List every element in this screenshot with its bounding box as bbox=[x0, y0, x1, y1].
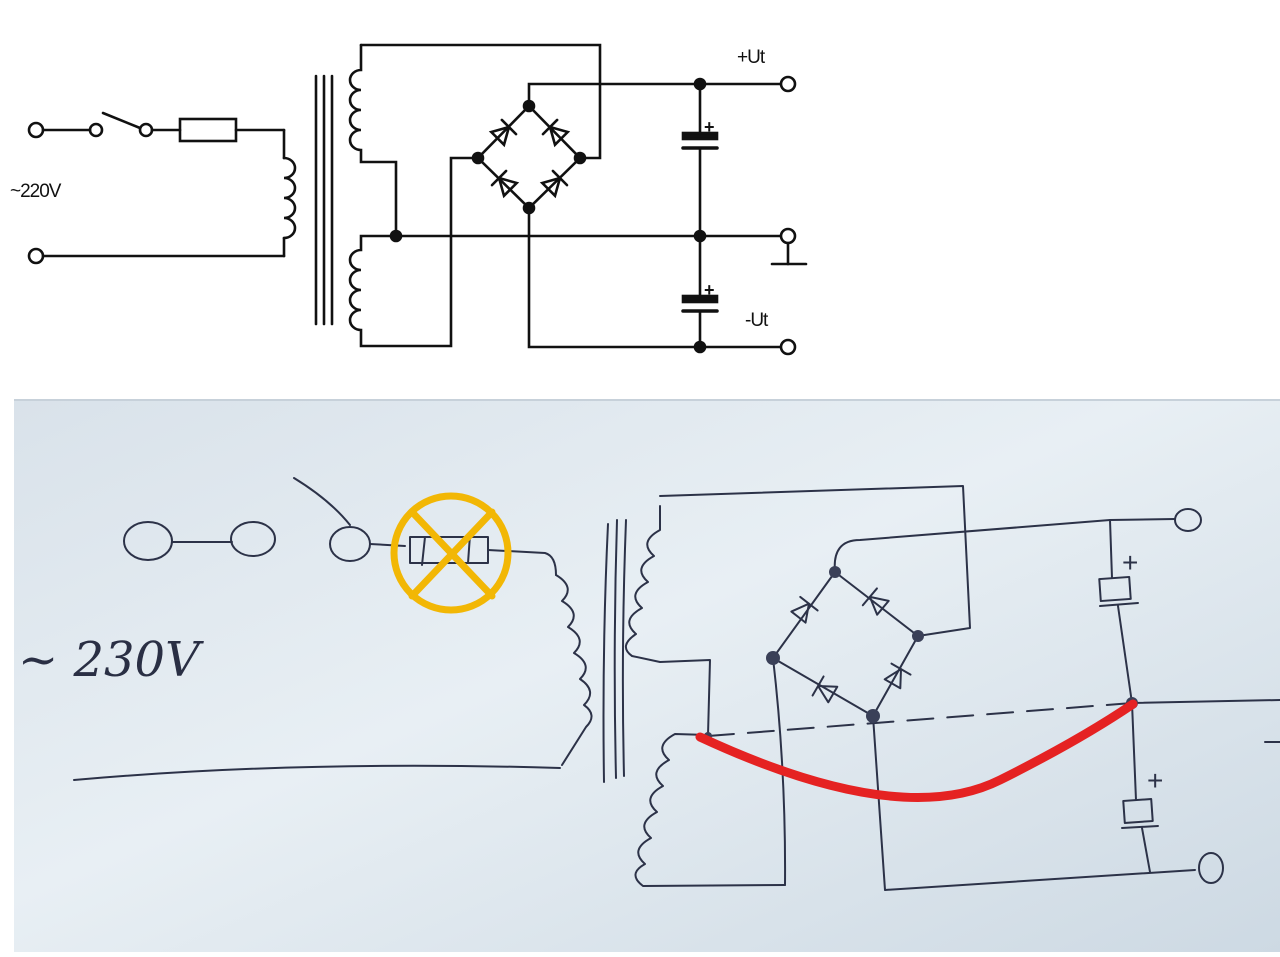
bridge-rectifier bbox=[471, 99, 587, 215]
hand-sketch bbox=[73, 477, 1280, 891]
sketch-output-positive bbox=[1174, 508, 1202, 532]
sketch-cap-upper-plus: + bbox=[1122, 547, 1138, 578]
sketch-paper bbox=[14, 400, 1280, 952]
sketch-capacitor-upper bbox=[1098, 575, 1132, 603]
secondary-windings bbox=[348, 43, 602, 348]
sketch-dashed-ground bbox=[707, 702, 1133, 737]
sketch-diode-1 bbox=[790, 595, 819, 624]
capacitor-upper bbox=[681, 82, 719, 238]
transformer-core bbox=[314, 74, 334, 326]
capacitor-lower bbox=[681, 234, 719, 349]
upper-winding-to-bridge bbox=[359, 43, 602, 160]
sketch-diode-3 bbox=[811, 675, 839, 704]
diode-2 bbox=[541, 118, 571, 148]
positive-output-label: +Ut bbox=[737, 47, 766, 68]
secondary-winding-upper bbox=[348, 43, 398, 238]
red-ground-highlight bbox=[695, 699, 1138, 802]
negative-output-label: -Ut bbox=[745, 310, 769, 331]
diode-1 bbox=[488, 118, 518, 148]
sketch-capacitor-lower bbox=[1122, 798, 1154, 824]
sketch-secondary-lower bbox=[634, 733, 786, 887]
sketch-diode-2 bbox=[861, 587, 890, 616]
sketch-diode-4 bbox=[883, 662, 912, 690]
output-terminal-negative bbox=[779, 338, 797, 356]
node-center-tap bbox=[389, 229, 403, 243]
switch-contact-right bbox=[138, 122, 154, 138]
sketch-mains-lower-wire bbox=[73, 764, 561, 781]
switch-lever bbox=[101, 111, 142, 130]
capacitor-upper-plus: + bbox=[704, 117, 715, 137]
sketch-cap-lower-plus: + bbox=[1147, 765, 1163, 796]
secondary-winding-lower bbox=[348, 156, 480, 348]
mains-voltage-label: ~220V bbox=[10, 181, 62, 202]
fuse bbox=[178, 117, 238, 143]
diode-3 bbox=[490, 169, 520, 199]
primary-winding bbox=[282, 156, 297, 240]
sketch-primary-winding bbox=[555, 574, 593, 766]
printed-schematic bbox=[27, 43, 808, 356]
negative-rail bbox=[527, 206, 783, 349]
sketch-output-negative bbox=[1198, 852, 1224, 884]
output-terminal-positive bbox=[779, 75, 797, 93]
mains-terminal-top bbox=[27, 121, 45, 139]
ground-symbol bbox=[770, 241, 808, 266]
mains-input bbox=[27, 111, 297, 265]
sketch-mains-label: ~ 230V bbox=[18, 632, 204, 688]
positive-rail bbox=[527, 82, 783, 108]
sketch-terminal-2 bbox=[230, 521, 276, 557]
capacitor-lower-plus: + bbox=[704, 280, 715, 300]
sketch-switch-lever bbox=[293, 477, 351, 526]
sketch-secondary-upper bbox=[625, 505, 711, 736]
switch-contact-left bbox=[88, 122, 104, 138]
diode-4 bbox=[539, 169, 569, 199]
output-terminal-ground bbox=[779, 227, 797, 245]
mains-terminal-bottom bbox=[27, 247, 45, 265]
yellow-crossout-mark bbox=[390, 492, 512, 614]
